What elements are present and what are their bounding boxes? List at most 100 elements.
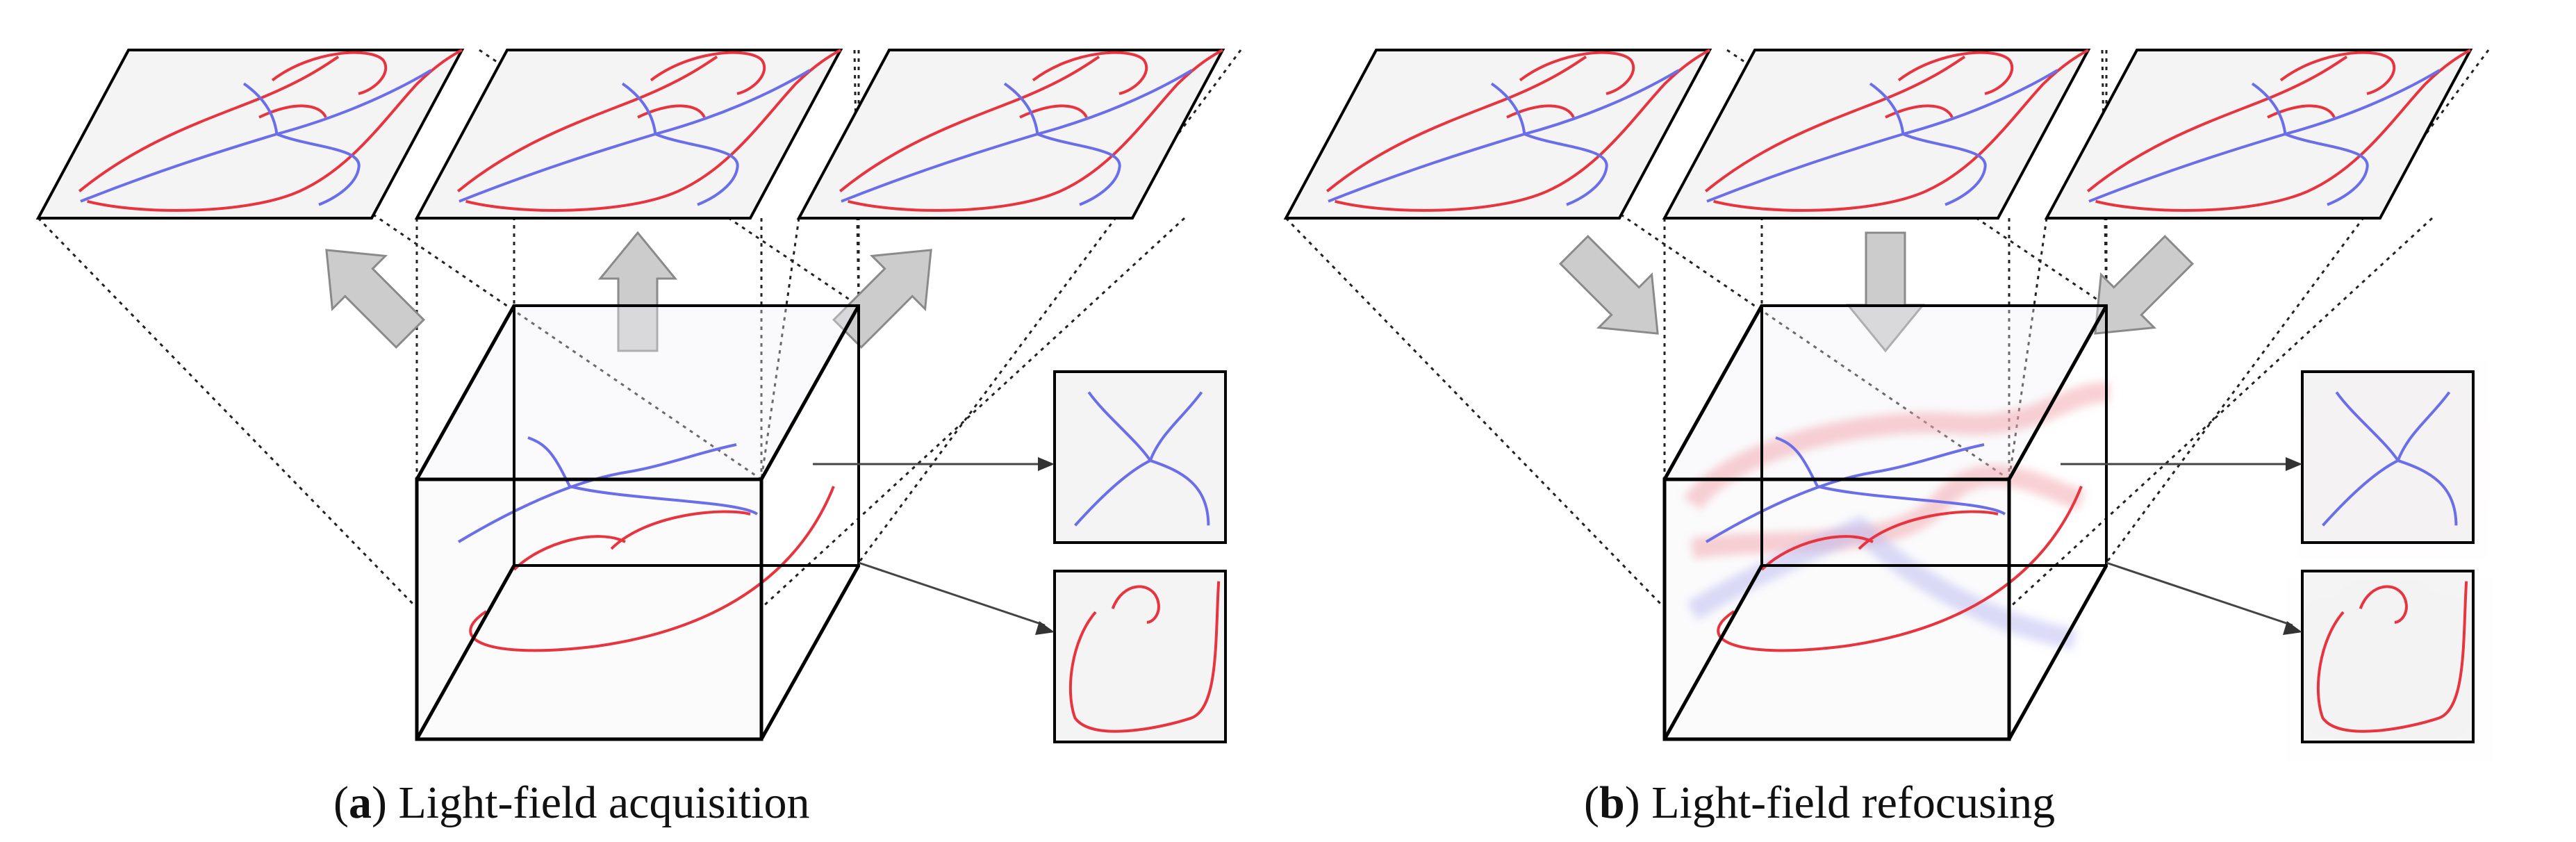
blue-curve (595, 83, 682, 134)
cube-edge (415, 564, 516, 741)
cube-edge (1662, 304, 1764, 481)
view-plane-curves (1316, 50, 1710, 210)
blue-curve (1089, 393, 1150, 461)
red-curve (2361, 586, 2406, 622)
red-curve (1513, 53, 1644, 94)
blue-curve (841, 70, 1192, 201)
blue-curve (2225, 83, 2312, 134)
blue-curve (81, 70, 431, 201)
blue-curve (1000, 134, 1139, 205)
blue-curve (2336, 393, 2398, 461)
cube-edge (1662, 564, 1764, 741)
cube-front-face (415, 477, 763, 741)
crop-curves (2323, 390, 2460, 530)
view-plane-right (799, 50, 1223, 218)
projection-line (1285, 217, 1666, 609)
crop-arrows (813, 457, 1055, 635)
view-plane-left (1286, 50, 1710, 218)
red-curve (1071, 581, 1219, 732)
red-curve (610, 510, 751, 550)
blue-curve (2398, 461, 2457, 525)
crop-arrow-head (1038, 457, 1055, 471)
view-plane-curves (2077, 50, 2470, 210)
red-blur-curve (1683, 381, 2111, 511)
blue-curve (1150, 393, 1202, 461)
block-arrow-right (2094, 234, 2195, 335)
crop-top (1055, 372, 1225, 543)
projection-line (2105, 49, 2490, 563)
scene-cube (1662, 304, 2111, 741)
view-plane-right (2047, 50, 2470, 218)
crop-arrow-line (858, 561, 1046, 627)
blue-curve (1707, 70, 2058, 201)
blue-curve (2247, 134, 2387, 205)
blue-curve (1075, 461, 1150, 525)
blue-curve (569, 485, 759, 515)
red-curve (1858, 510, 1999, 550)
view-plane-left (38, 50, 462, 218)
crop-arrows (2061, 457, 2302, 635)
crop-bottom (2302, 571, 2473, 742)
blue-curve (1328, 70, 1679, 201)
red-curve (644, 53, 775, 94)
cube-edge (2007, 564, 2108, 741)
cube-edge (759, 564, 861, 741)
crop-curves (1075, 393, 1209, 526)
cube-top-fill (1665, 306, 2106, 479)
cube-back-face (1760, 304, 2108, 567)
cube-edge (2007, 304, 2108, 481)
panel-light-field-acquisition (38, 50, 1241, 742)
red-curve (2318, 581, 2466, 732)
view-plane-center (417, 50, 841, 218)
blue-curve (977, 83, 1064, 134)
red-curve (1706, 57, 1965, 192)
blue-curve (2089, 70, 2440, 201)
blue-curve (1865, 134, 2005, 205)
view-plane-curves (1695, 50, 2088, 210)
caption-letter-b: b (1599, 777, 1625, 828)
red-curve (265, 53, 396, 94)
crop-top (2302, 372, 2473, 543)
red-blur-curve (1690, 464, 2085, 559)
block-arrow-left (325, 249, 426, 349)
cube-edge (415, 304, 516, 481)
red-curve (1113, 586, 1159, 622)
projection-line (37, 217, 418, 609)
crop-arrow-head (2286, 457, 2302, 471)
red-curve (513, 535, 626, 571)
cube-edge (759, 304, 861, 481)
caption-light-field-refocusing: (b) Light-field refocusing (1584, 777, 2056, 828)
crop-arrow-head (2283, 621, 2302, 635)
cube-front-fill (417, 479, 761, 739)
red-blur-curve (2325, 390, 2459, 530)
red-curve (79, 57, 338, 192)
crop-frame (1053, 570, 1227, 743)
blue-curve (1705, 443, 1985, 543)
red-curve (1327, 57, 1586, 192)
blue-curve (618, 134, 757, 205)
projection-line (857, 49, 1242, 563)
blue-curve (239, 134, 379, 205)
red-curve (458, 57, 717, 192)
caption-light-field-acquisition: (a) Light-field acquisition (333, 777, 810, 828)
scene-curves (1683, 381, 2111, 652)
crop-frame (1053, 370, 1227, 544)
cube-top-fill (417, 306, 859, 479)
blue-curve (1487, 134, 1626, 205)
blue-blur-curve (1687, 515, 2077, 650)
blue-curve (2323, 461, 2398, 525)
red-curve (1892, 53, 2022, 94)
red-curve (840, 57, 1099, 192)
panel-light-field-refocusing (1286, 50, 2488, 742)
red-curve (1026, 53, 1157, 94)
blue-curve (457, 443, 737, 543)
cube-back-face (513, 304, 860, 567)
crop-arrow-head (1035, 621, 1055, 635)
block-arrow-left (1558, 234, 1659, 335)
caption-text-b: Light-field refocusing (1640, 777, 2056, 828)
red-curve (2274, 53, 2404, 94)
crop-curves (1071, 581, 1219, 732)
view-plane-curves (69, 50, 462, 210)
blue-curve (1817, 485, 2006, 515)
